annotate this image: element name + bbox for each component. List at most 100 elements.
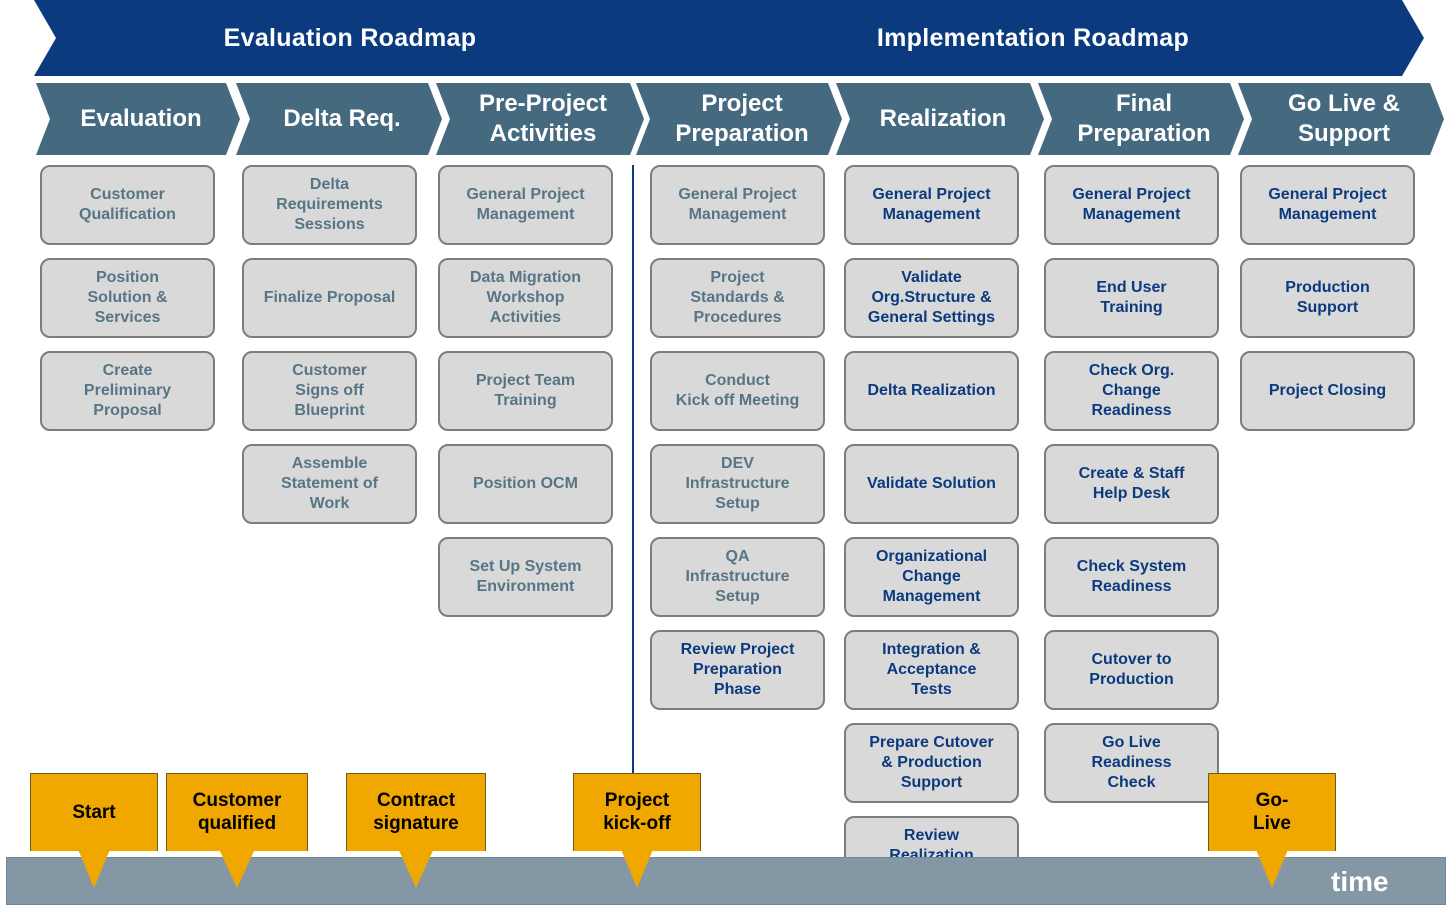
activity-label: General Project Management <box>678 186 797 223</box>
activity-label: Finalize Proposal <box>263 289 396 306</box>
activity-label: General Project Management <box>466 186 585 223</box>
activity-label: Check System Readiness <box>1076 558 1187 595</box>
activity-label: General Project Management <box>872 186 991 223</box>
activity-label: Project Standards & Procedures <box>690 269 785 326</box>
activity-label: General Project Management <box>1268 186 1387 223</box>
activity-label: End User Training <box>1096 279 1167 316</box>
phase-evaluation: Evaluation <box>36 83 240 155</box>
activity-label: Position OCM <box>473 475 578 492</box>
phase-delta-req: Delta Req. <box>236 83 442 155</box>
phase-label: Pre-Project Activities <box>478 90 608 147</box>
activity-box: Create & Staff Help Desk <box>1044 444 1219 524</box>
phase-final-preparation: Final Preparation <box>1038 83 1244 155</box>
milestone-label: Project kick-off <box>603 790 671 834</box>
activity-label: Organizational Change Management <box>875 548 988 605</box>
milestone-contract-signature: Contract signature <box>346 773 486 889</box>
activity-label: Set Up System Environment <box>469 558 582 595</box>
phase-realization: Realization <box>836 83 1044 155</box>
activity-label: General Project Management <box>1072 186 1191 223</box>
activity-box: Finalize Proposal <box>242 258 417 338</box>
activity-box: General Project Management <box>650 165 825 245</box>
activity-box: Set Up System Environment <box>438 537 613 617</box>
phase-label: Final Preparation <box>1077 90 1211 147</box>
activity-label: Create Preliminary Proposal <box>83 362 172 419</box>
activity-label: QA Infrastructure Setup <box>685 548 790 605</box>
activity-box: Create Preliminary Proposal <box>40 351 215 431</box>
milestone-label: Start <box>72 801 116 823</box>
activity-box: Organizational Change Management <box>844 537 1019 617</box>
activity-box: QA Infrastructure Setup <box>650 537 825 617</box>
activity-box: Delta Requirements Sessions <box>242 165 417 245</box>
activity-box: Delta Realization <box>844 351 1019 431</box>
activity-label: Conduct Kick off Meeting <box>675 372 800 409</box>
activity-label: Customer Signs off Blueprint <box>292 362 367 419</box>
activity-box: General Project Management <box>1044 165 1219 245</box>
activity-label: Validate Org.Structure & General Setting… <box>867 269 996 326</box>
activity-box: End User Training <box>1044 258 1219 338</box>
activity-box: Project Closing <box>1240 351 1415 431</box>
activity-box: Check System Readiness <box>1044 537 1219 617</box>
activity-box: General Project Management <box>438 165 613 245</box>
activity-box: Customer Qualification <box>40 165 215 245</box>
activity-box: Project Team Training <box>438 351 613 431</box>
activity-label: Position Solution & Services <box>87 269 168 326</box>
activity-box: Prepare Cutover & Production Support <box>844 723 1019 803</box>
milestone-start: Start <box>30 773 158 889</box>
activity-label: Production Support <box>1285 279 1370 316</box>
activity-label: Delta Realization <box>867 382 996 399</box>
activity-label: Delta Requirements Sessions <box>276 176 383 233</box>
roadmap-label: Implementation Roadmap <box>876 23 1190 52</box>
phase-go-live-support: Go Live & Support <box>1238 83 1444 155</box>
milestone-label: Customer qualified <box>192 790 282 834</box>
activity-label: Review Project Preparation Phase <box>680 641 795 698</box>
activity-label: Prepare Cutover & Production Support <box>869 734 994 791</box>
activity-box: Assemble Statement of Work <box>242 444 417 524</box>
roadmap-divider <box>632 165 634 775</box>
milestone-go-live: Go- Live <box>1208 773 1336 889</box>
activity-label: Project Closing <box>1268 382 1387 399</box>
activity-box: Review Project Preparation Phase <box>650 630 825 710</box>
timeline-label: time <box>1331 866 1389 897</box>
phase-pre-project-activities: Pre-Project Activities <box>436 83 644 155</box>
activity-box: Position OCM <box>438 444 613 524</box>
activity-box: Conduct Kick off Meeting <box>650 351 825 431</box>
activity-label: Customer Qualification <box>79 186 176 223</box>
activity-box: Go Live Readiness Check <box>1044 723 1219 803</box>
milestone-label: Contract signature <box>373 790 459 834</box>
phase-label: Evaluation <box>80 105 202 132</box>
activity-label: Create & Staff Help Desk <box>1078 465 1185 502</box>
activity-box: General Project Management <box>1240 165 1415 245</box>
activity-box: General Project Management <box>844 165 1019 245</box>
phase-label: Realization <box>879 105 1007 132</box>
phase-label: Go Live & Support <box>1287 90 1401 147</box>
phase-label: Project Preparation <box>675 90 809 147</box>
activity-box: Customer Signs off Blueprint <box>242 351 417 431</box>
activity-box: Data Migration Workshop Activities <box>438 258 613 338</box>
activity-box: Integration & Acceptance Tests <box>844 630 1019 710</box>
activity-box: Check Org. Change Readiness <box>1044 351 1219 431</box>
activity-label: Check Org. Change Readiness <box>1088 362 1175 419</box>
activity-box: Cutover to Production <box>1044 630 1219 710</box>
milestone-label: Go- Live <box>1252 790 1292 834</box>
activity-box: Position Solution & Services <box>40 258 215 338</box>
activity-box: Project Standards & Procedures <box>650 258 825 338</box>
activity-label: Validate Solution <box>867 475 996 492</box>
activity-label: Project Team Training <box>475 372 576 409</box>
activity-box: Validate Org.Structure & General Setting… <box>844 258 1019 338</box>
phase-label: Delta Req. <box>283 105 401 132</box>
activity-box: Production Support <box>1240 258 1415 338</box>
activity-box: DEV Infrastructure Setup <box>650 444 825 524</box>
activity-label: Go Live Readiness Check <box>1091 734 1172 791</box>
activity-label: DEV Infrastructure Setup <box>685 455 790 512</box>
evaluation-roadmap-banner: Evaluation Roadmap <box>34 0 656 76</box>
activity-label: Cutover to Production <box>1089 651 1174 688</box>
milestone-project-kick-off: Project kick-off <box>573 773 701 889</box>
implementation-roadmap-banner: Implementation Roadmap <box>632 0 1424 76</box>
milestone-customer-qualified: Customer qualified <box>166 773 308 889</box>
activity-label: Data Migration Workshop Activities <box>469 269 582 326</box>
activity-label: Assemble Statement of Work <box>281 455 378 512</box>
roadmap-label: Evaluation Roadmap <box>223 23 477 52</box>
activity-box: Validate Solution <box>844 444 1019 524</box>
activity-label: Integration & Acceptance Tests <box>882 641 981 698</box>
